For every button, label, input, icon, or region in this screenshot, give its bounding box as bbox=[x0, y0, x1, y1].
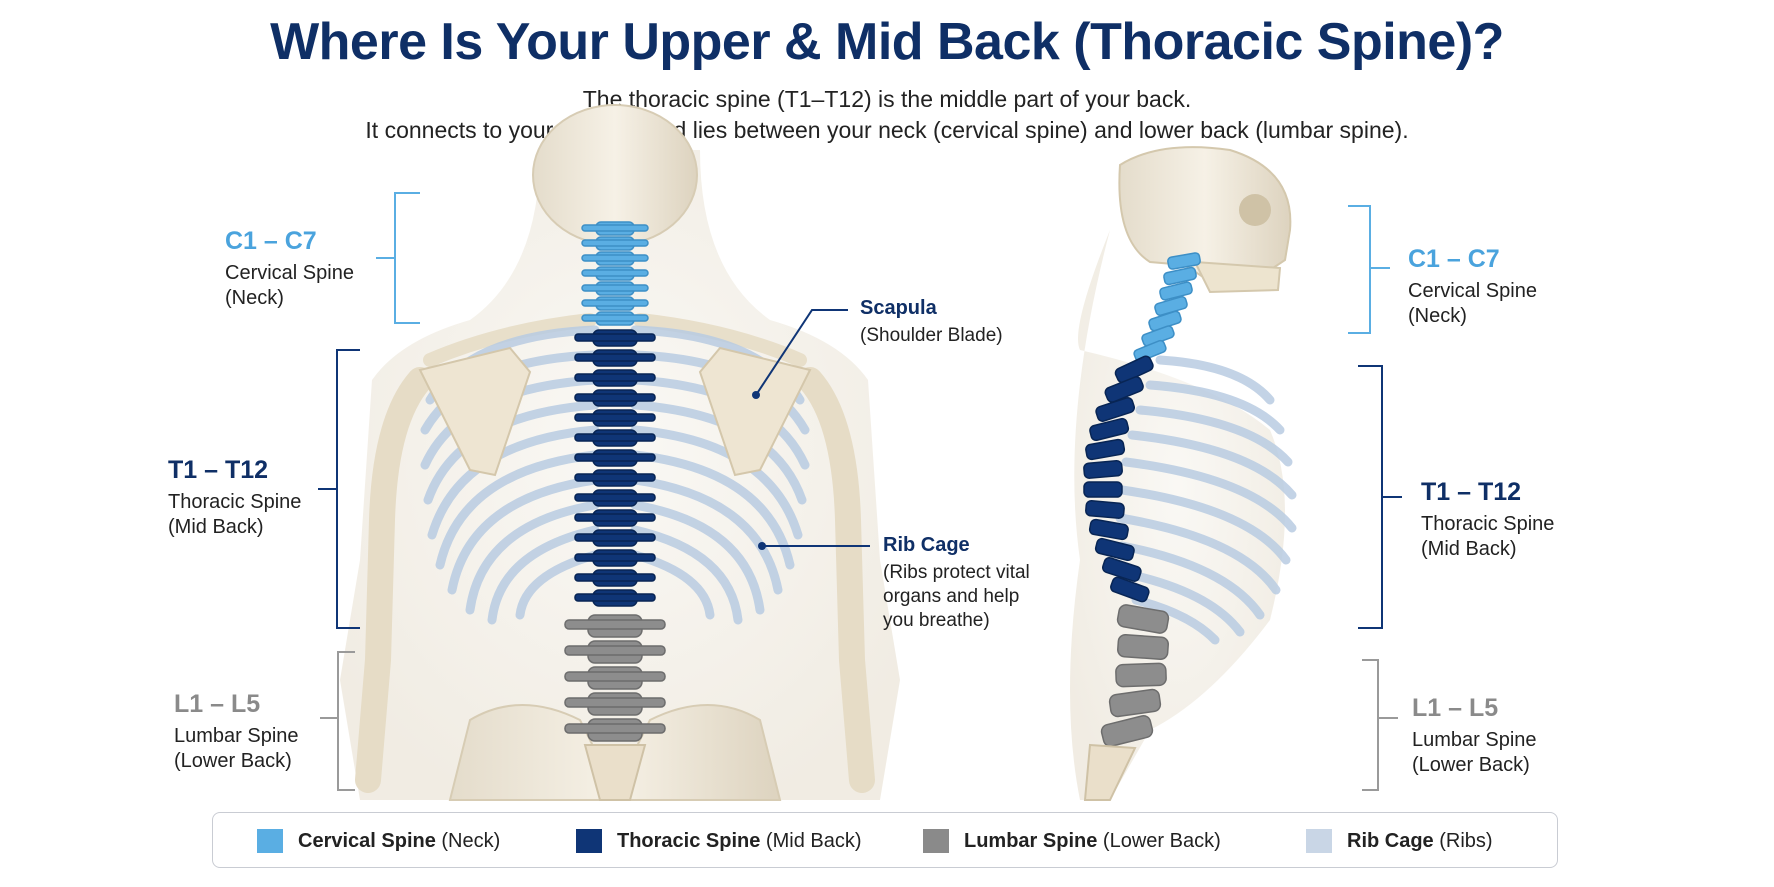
left-label-lumbar: L1 – L5 Lumbar Spine (Lower Back) bbox=[174, 689, 299, 774]
sacrum bbox=[583, 744, 647, 801]
right-cervical-code: C1 – C7 bbox=[1408, 245, 1500, 273]
ribcage-text-1: (Ribs protect vital bbox=[883, 562, 1030, 583]
left-cervical-desc: (Neck) bbox=[225, 287, 284, 310]
bracket-right-thoracic bbox=[1358, 365, 1402, 629]
left-lumbar-desc: (Lower Back) bbox=[174, 750, 292, 773]
ribcage-text-2: organs and help bbox=[883, 585, 1020, 607]
right-label-thoracic: T1 – T12 Thoracic Spine (Mid Back) bbox=[1421, 477, 1554, 562]
bracket-left-lumbar bbox=[320, 651, 355, 791]
clavicle-left bbox=[423, 313, 597, 367]
pointer-scapula bbox=[755, 309, 848, 396]
posterior-view bbox=[340, 104, 900, 801]
lateral-lumbar-vertebrae bbox=[1100, 604, 1170, 747]
annotation-ribcage: Rib Cage (Ribs protect vital organs and … bbox=[883, 533, 1030, 632]
lateral-rib-cage bbox=[1115, 355, 1297, 645]
legend-item-ribs: Rib Cage (Ribs) bbox=[1306, 829, 1493, 853]
ribcage-text-3: you breathe) bbox=[883, 609, 990, 631]
right-thoracic-name: Thoracic Spine bbox=[1421, 513, 1555, 536]
scapula-left bbox=[418, 346, 532, 477]
posterior-cervical-vertebrae bbox=[581, 221, 649, 326]
left-thoracic-desc: (Mid Back) bbox=[168, 516, 264, 539]
bracket-right-cervical bbox=[1348, 205, 1390, 334]
scapula-title: Scapula bbox=[860, 297, 937, 319]
legend-item-cervical: Cervical Spine (Neck) bbox=[257, 829, 500, 853]
right-lumbar-name: Lumbar Spine bbox=[1412, 729, 1537, 752]
right-cervical-name: Cervical Spine bbox=[1408, 280, 1537, 303]
pointer-dot-scapula bbox=[752, 391, 760, 399]
legend-label-ribs: Rib Cage (Ribs) bbox=[1347, 829, 1493, 852]
lumbar-swatch-icon bbox=[923, 829, 949, 853]
posterior-thoracic-vertebrae bbox=[574, 329, 656, 607]
scapula-right bbox=[698, 346, 812, 477]
bracket-left-cervical bbox=[376, 192, 420, 324]
legend: Cervical Spine (Neck) Thoracic Spine (Mi… bbox=[212, 812, 1558, 868]
legend-label-cervical: Cervical Spine (Neck) bbox=[298, 829, 501, 852]
right-thoracic-code: T1 – T12 bbox=[1421, 478, 1522, 506]
thoracic-swatch-icon bbox=[576, 829, 602, 853]
left-thoracic-name: Thoracic Spine bbox=[168, 491, 302, 514]
left-lumbar-name: Lumbar Spine bbox=[174, 725, 299, 748]
lateral-view bbox=[1070, 146, 1297, 801]
right-label-lumbar: L1 – L5 Lumbar Spine (Lower Back) bbox=[1412, 693, 1537, 778]
right-cervical-desc: (Neck) bbox=[1408, 305, 1467, 328]
annotation-scapula: Scapula (Shoulder Blade) bbox=[860, 296, 1003, 348]
lateral-thoracic-vertebrae bbox=[1083, 355, 1154, 603]
left-cervical-code: C1 – C7 bbox=[225, 227, 317, 255]
ribcage-title: Rib Cage bbox=[883, 534, 970, 556]
right-lumbar-code: L1 – L5 bbox=[1412, 694, 1499, 722]
left-lumbar-code: L1 – L5 bbox=[174, 690, 261, 718]
right-lumbar-desc: (Lower Back) bbox=[1412, 754, 1530, 777]
legend-label-lumbar: Lumbar Spine (Lower Back) bbox=[964, 829, 1221, 852]
subtitle-line-1: The thoracic spine (T1–T12) is the middl… bbox=[582, 86, 1192, 112]
legend-item-lumbar: Lumbar Spine (Lower Back) bbox=[923, 829, 1221, 853]
scapula-text: (Shoulder Blade) bbox=[860, 325, 1003, 346]
lateral-cervical-vertebrae bbox=[1133, 252, 1201, 363]
bracket-right-lumbar bbox=[1362, 659, 1398, 791]
lateral-sacrum bbox=[1083, 743, 1137, 801]
right-thoracic-desc: (Mid Back) bbox=[1421, 538, 1517, 561]
cervical-swatch-icon bbox=[257, 829, 283, 853]
bracket-left-thoracic bbox=[318, 349, 360, 629]
pointer-dot-ribcage bbox=[758, 542, 766, 550]
left-label-cervical: C1 – C7 Cervical Spine (Neck) bbox=[225, 226, 354, 311]
left-arm bbox=[355, 367, 433, 793]
left-label-thoracic: T1 – T12 Thoracic Spine (Mid Back) bbox=[168, 455, 301, 540]
left-thoracic-code: T1 – T12 bbox=[168, 456, 269, 484]
pelvis bbox=[448, 704, 782, 801]
subtitle-line-2: It connects to your rib cage and lies be… bbox=[365, 117, 1409, 143]
legend-item-thoracic: Thoracic Spine (Mid Back) bbox=[576, 829, 862, 853]
eye-socket bbox=[1239, 194, 1271, 226]
skull-side bbox=[1118, 146, 1292, 287]
right-label-cervical: C1 – C7 Cervical Spine (Neck) bbox=[1408, 244, 1537, 329]
right-arm bbox=[797, 367, 875, 793]
page-title: Where Is Your Upper & Mid Back (Thoracic… bbox=[270, 13, 1504, 71]
left-cervical-name: Cervical Spine bbox=[225, 262, 354, 285]
ribs-swatch-icon bbox=[1306, 829, 1332, 853]
legend-label-thoracic: Thoracic Spine (Mid Back) bbox=[617, 829, 862, 852]
jaw bbox=[1193, 260, 1282, 294]
posterior-lumbar-vertebrae bbox=[564, 614, 666, 742]
